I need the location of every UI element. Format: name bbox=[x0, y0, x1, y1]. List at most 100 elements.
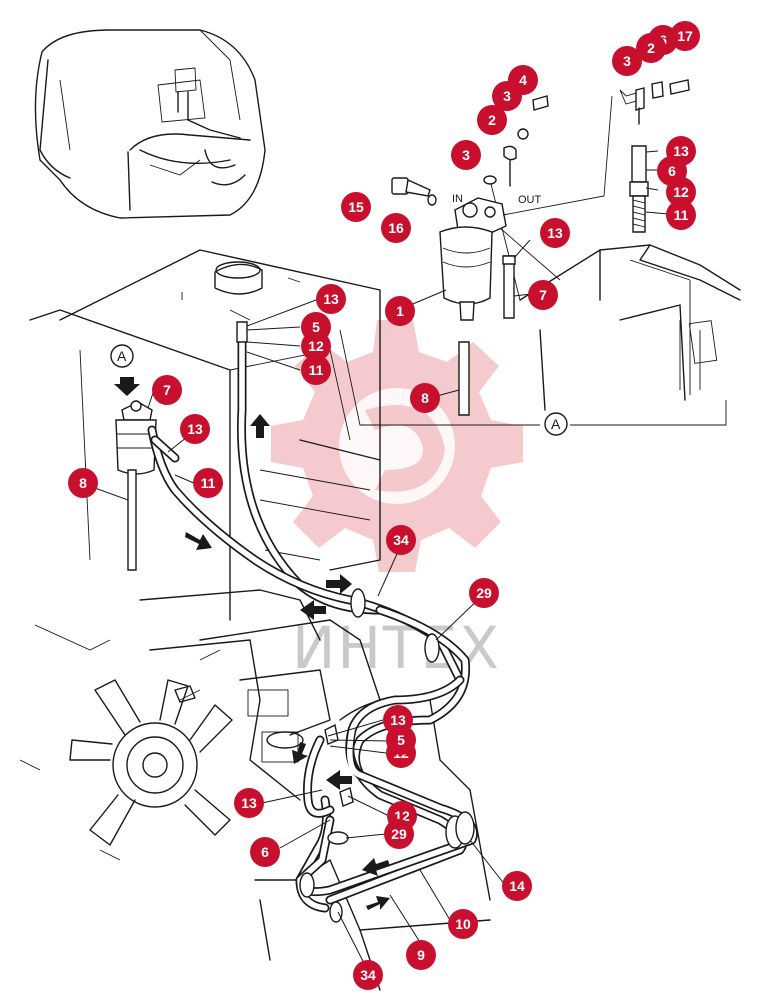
svg-text:9: 9 bbox=[417, 947, 425, 963]
svg-text:13: 13 bbox=[673, 143, 689, 159]
arrow-left-icon bbox=[326, 770, 352, 790]
svg-text:11: 11 bbox=[674, 207, 689, 223]
svg-text:2: 2 bbox=[488, 112, 496, 128]
hose-fitting-right bbox=[631, 145, 647, 183]
svg-text:8: 8 bbox=[79, 475, 87, 491]
callout-11: 11 bbox=[193, 468, 223, 498]
svg-text:34: 34 bbox=[393, 532, 409, 548]
out-label: OUT bbox=[518, 194, 542, 206]
callout-5: 5 bbox=[301, 312, 331, 342]
callout-29: 29 bbox=[384, 819, 414, 849]
callout-1: 1 bbox=[385, 296, 415, 326]
clamp-34-top bbox=[350, 588, 366, 618]
callout-34: 34 bbox=[386, 525, 416, 555]
callout-13: 13 bbox=[540, 218, 570, 248]
callout-7: 7 bbox=[152, 375, 182, 405]
callout-17: 17 bbox=[670, 21, 700, 51]
callout-14: 14 bbox=[502, 871, 532, 901]
callout-29: 29 bbox=[469, 578, 499, 608]
svg-text:34: 34 bbox=[360, 967, 376, 983]
svg-text:13: 13 bbox=[241, 795, 257, 811]
svg-text:29: 29 bbox=[391, 826, 407, 842]
svg-text:13: 13 bbox=[323, 291, 339, 307]
callout-2: 2 bbox=[477, 105, 507, 135]
filter-bowl-1 bbox=[439, 226, 493, 305]
view-a-marker bbox=[544, 412, 568, 436]
svg-text:13: 13 bbox=[187, 421, 203, 437]
machine-overview-inset bbox=[34, 29, 266, 219]
svg-text:1: 1 bbox=[396, 303, 404, 319]
callout-12: 12 bbox=[666, 177, 696, 207]
svg-text:29: 29 bbox=[476, 585, 492, 601]
svg-text:4: 4 bbox=[519, 72, 527, 88]
callout-8: 8 bbox=[68, 468, 98, 498]
callout-5: 5 bbox=[386, 725, 416, 755]
callout-10: 10 bbox=[448, 909, 478, 939]
clamp-29-top bbox=[424, 633, 440, 663]
callout-34: 34 bbox=[353, 960, 383, 990]
arrow-right-icon bbox=[366, 896, 390, 910]
callout-3: 3 bbox=[612, 46, 642, 76]
svg-text:12: 12 bbox=[673, 184, 689, 200]
callout-7: 7 bbox=[528, 280, 558, 310]
svg-text:A: A bbox=[117, 348, 127, 364]
hose-8-assembled bbox=[127, 469, 137, 571]
svg-text:5: 5 bbox=[397, 732, 405, 748]
svg-text:8: 8 bbox=[421, 390, 429, 406]
callout-11: 11 bbox=[666, 200, 696, 230]
arrow-left-icon bbox=[362, 858, 390, 876]
hose-7-detail bbox=[503, 255, 515, 319]
callout-13: 13 bbox=[234, 788, 264, 818]
callout-16: 16 bbox=[381, 213, 411, 243]
view-a-pointer: A bbox=[110, 344, 134, 368]
washer-16 bbox=[427, 194, 437, 206]
callout-8: 8 bbox=[410, 383, 440, 413]
callout-6: 6 bbox=[250, 837, 280, 867]
clamp-34-bottom bbox=[299, 872, 315, 898]
callout-13: 13 bbox=[316, 284, 346, 314]
svg-text:3: 3 bbox=[623, 53, 631, 69]
fuel-filter-assembled bbox=[115, 400, 157, 571]
svg-text:3: 3 bbox=[462, 147, 470, 163]
arrow-right-icon bbox=[326, 574, 352, 594]
callout-11: 11 bbox=[301, 355, 331, 385]
arrow-down-icon bbox=[114, 377, 140, 396]
clamp-29-low bbox=[327, 831, 349, 845]
view-a-marker-label: A bbox=[551, 416, 561, 432]
svg-text:15: 15 bbox=[348, 199, 364, 215]
callout-9: 9 bbox=[406, 940, 436, 970]
detail-view-a: A bbox=[339, 179, 741, 436]
svg-text:13: 13 bbox=[390, 712, 406, 728]
svg-text:11: 11 bbox=[309, 362, 324, 378]
right-parts-column bbox=[619, 79, 690, 233]
svg-text:10: 10 bbox=[455, 916, 471, 932]
callout-15: 15 bbox=[341, 192, 371, 222]
svg-text:5: 5 bbox=[312, 319, 320, 335]
callout-3: 3 bbox=[492, 81, 522, 111]
fuel-filter-detail: IN OUT bbox=[391, 95, 613, 416]
svg-text:11: 11 bbox=[201, 475, 216, 491]
hose-8-detail bbox=[458, 341, 470, 416]
in-label: IN bbox=[452, 193, 463, 205]
leader-lines bbox=[83, 150, 669, 976]
bolt-15 bbox=[391, 177, 431, 197]
svg-text:6: 6 bbox=[261, 844, 269, 860]
svg-text:7: 7 bbox=[539, 287, 547, 303]
callouts: 4 3 2 3 15 16 1 13 7 8 6 17 2 3 13 6 12 … bbox=[68, 21, 700, 990]
clamps bbox=[299, 588, 475, 923]
svg-text:3: 3 bbox=[503, 88, 511, 104]
callout-2: 2 bbox=[636, 33, 666, 63]
clamp-14-b bbox=[455, 811, 475, 845]
svg-text:17: 17 bbox=[677, 28, 693, 44]
arrow-down-icon bbox=[292, 742, 308, 764]
arrow-left-icon bbox=[300, 600, 326, 620]
svg-text:14: 14 bbox=[509, 878, 525, 894]
arrow-right-icon bbox=[185, 532, 212, 550]
callout-3: 3 bbox=[451, 140, 481, 170]
svg-text:2: 2 bbox=[647, 40, 655, 56]
engine-fan bbox=[69, 679, 233, 846]
svg-text:6: 6 bbox=[668, 163, 676, 179]
svg-text:13: 13 bbox=[547, 225, 563, 241]
banjo-bolt-top bbox=[483, 95, 549, 187]
flow-arrows bbox=[114, 377, 390, 910]
